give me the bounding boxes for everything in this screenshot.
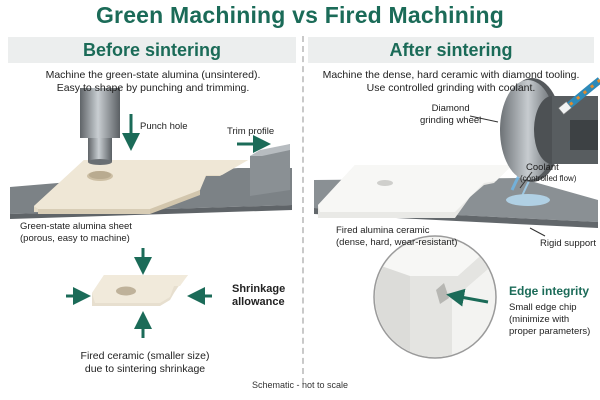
wheel-label-line2: grinding wheel — [420, 115, 482, 126]
punch-tool — [80, 88, 120, 165]
support-leader — [529, 227, 546, 237]
edge-integrity-title: Edge integrity — [509, 284, 590, 298]
fired-ceramic-block — [318, 165, 512, 218]
fired-small-part — [92, 275, 188, 306]
left-description: Machine the green-state alumina (unsinte… — [10, 69, 296, 95]
wheel-leader — [469, 115, 499, 123]
green-sheet-label: Green-state alumina sheet (porous, easy … — [20, 221, 132, 245]
edge-desc-line2: (minimize with — [509, 314, 570, 325]
right-description: Machine the dense, hard ceramic with dia… — [308, 69, 594, 95]
footer-note: Schematic - not to scale — [251, 380, 349, 390]
punch-hole-label: Punch hole — [140, 121, 188, 132]
coolant-nozzle — [558, 77, 600, 115]
page-title: Green Machining vs Fired Machining — [95, 2, 505, 28]
fired-small-label-line1: Fired ceramic (smaller size) — [80, 350, 210, 362]
coolant-sub-label: (controlled flow) — [520, 174, 577, 183]
green-sheet-label-line2: (porous, easy to machine) — [20, 233, 130, 244]
edge-zoom-circle — [373, 235, 497, 359]
fired-alumina-label: Fired alumina ceramic (dense, hard, wear… — [336, 225, 457, 249]
edge-chip-arrow — [446, 288, 489, 307]
fired-small-label: Fired ceramic (smaller size) due to sint… — [60, 350, 230, 376]
fired-small-label-line2: due to sintering shrinkage — [84, 363, 206, 375]
shrinkage-label-line1: Shrinkage — [232, 283, 286, 295]
before-sintering-heading: Before sintering — [8, 37, 296, 63]
right-desc-line1: Machine the dense, hard ceramic with dia… — [322, 69, 580, 81]
shrinkage-label-line2: allowance — [232, 296, 285, 308]
fired-alumina-label-line1: Fired alumina ceramic — [336, 225, 430, 236]
left-desc-line2: Easy to shape by punching and trimming. — [56, 82, 250, 94]
shrinkage-label: Shrinkage allowance — [232, 283, 285, 309]
rigid-support-label: Rigid support — [540, 238, 596, 249]
coolant-label-line1: Coolant — [526, 162, 559, 173]
panel-divider — [302, 36, 304, 384]
trim-profile-label: Trim profile — [227, 126, 275, 137]
right-desc-line2: Use controlled grinding with coolant. — [366, 82, 536, 94]
trim-tool — [250, 144, 290, 196]
wheel-label-line1: Diamond — [431, 103, 470, 114]
grinding-wheel-label: Diamond grinding wheel — [420, 103, 481, 127]
coolant-label: Coolant — [526, 162, 559, 174]
fired-alumina-label-line2: (dense, hard, wear-resistant) — [336, 237, 458, 248]
edge-desc-line3: proper parameters) — [509, 326, 591, 337]
edge-desc-line1: Small edge chip — [509, 302, 577, 313]
left-desc-line1: Machine the green-state alumina (unsinte… — [45, 69, 261, 81]
after-sintering-heading: After sintering — [308, 37, 594, 63]
coolant-leader — [519, 171, 533, 189]
edge-integrity-desc: Small edge chip (minimize with proper pa… — [509, 302, 590, 338]
green-sheet-label-line1: Green-state alumina sheet — [20, 221, 132, 232]
green-alumina-sheet — [34, 160, 248, 214]
